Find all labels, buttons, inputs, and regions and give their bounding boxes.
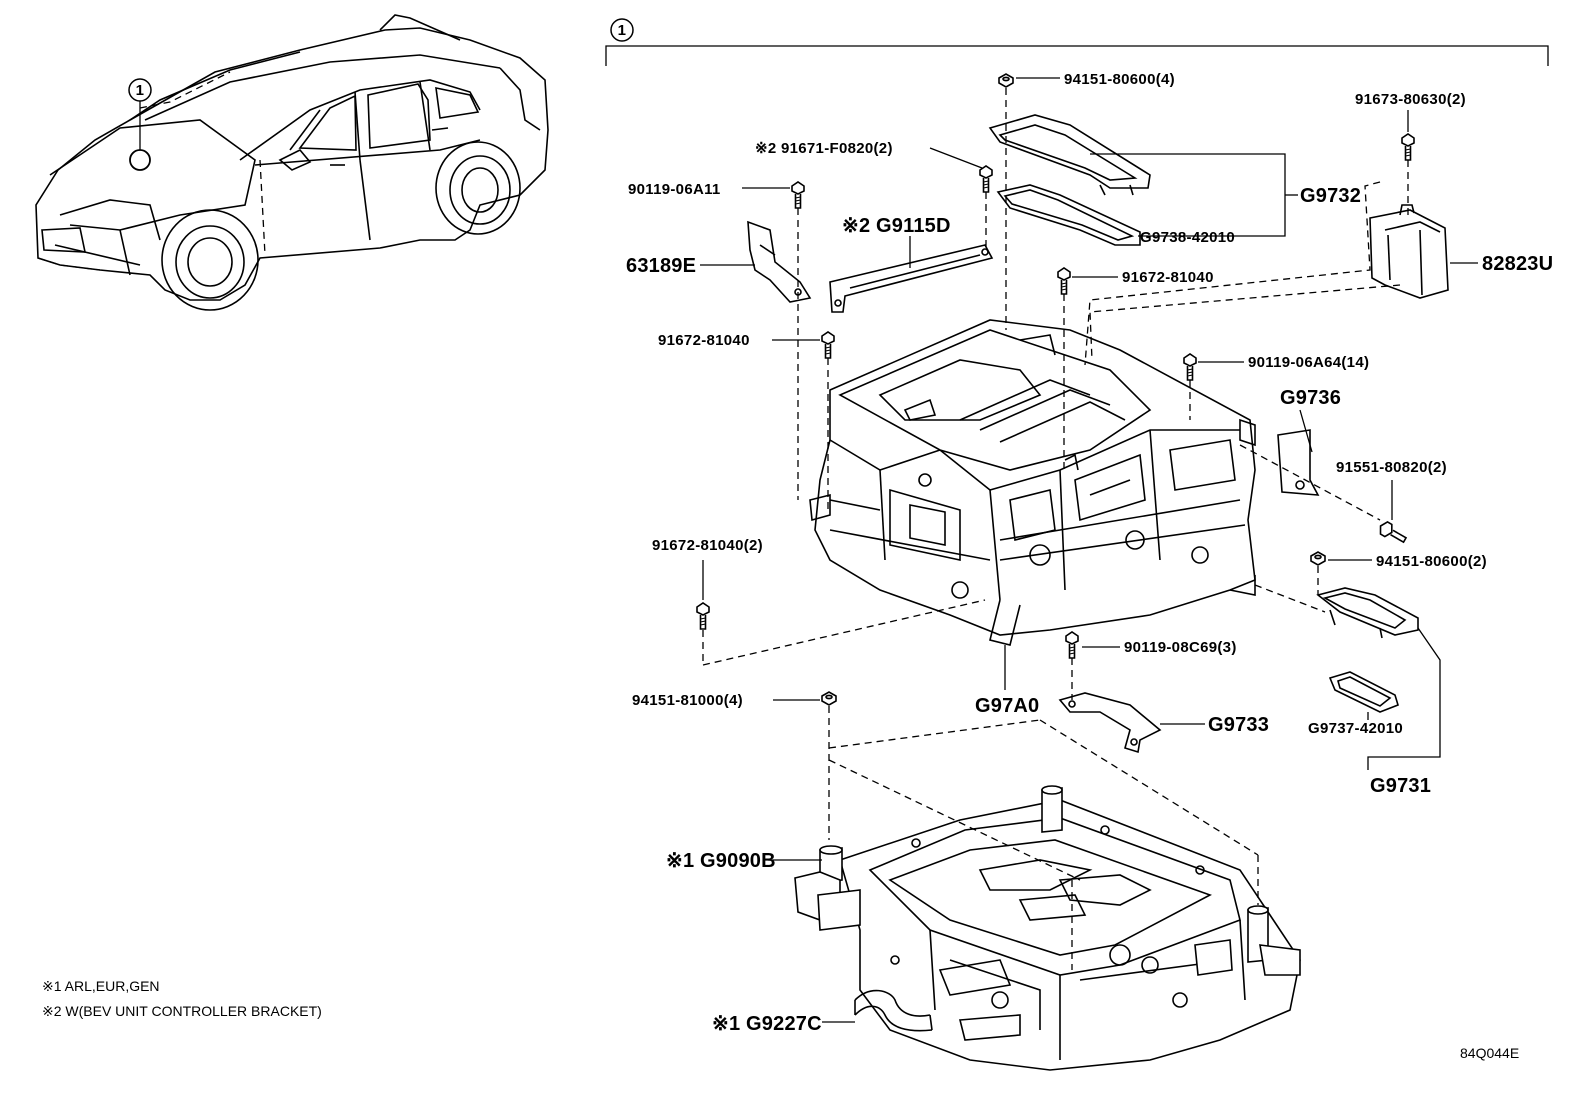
diagram-code: 84Q044E (1460, 1045, 1519, 1061)
inverter-housing (809, 319, 1256, 646)
bracket-g9733 (1058, 692, 1162, 754)
label-91671-f0820-2: ※2 91671-F0820(2) (755, 140, 893, 157)
label-90119-06a11: 90119-06A11 (628, 181, 721, 198)
label-g9738-42010: G9738-42010 (1140, 229, 1235, 246)
plate-g9736 (1277, 429, 1320, 496)
label-g9733: G9733 (1208, 714, 1269, 736)
label-g9090b: ※1 G9090B (666, 850, 776, 872)
label-g9115d: ※2 G9115D (842, 215, 951, 237)
sensor-82823u (1369, 204, 1449, 299)
footnotes: ※1 ARL,EUR,GEN ※2 W(BEV UNIT CONTROLLER … (42, 978, 322, 1019)
label-g9227c: ※1 G9227C (712, 1013, 822, 1035)
label-63189e: 63189E (626, 255, 696, 277)
label-91672-81040-2: 91672-81040(2) (652, 537, 763, 554)
leader-lines (700, 77, 1478, 1023)
gasket-g9732 (988, 114, 1151, 196)
label-g9731: G9731 (1370, 775, 1431, 797)
label-g9732: G9732 (1300, 185, 1361, 207)
hose-g9227c (854, 989, 933, 1032)
gasket-g9737 (1328, 671, 1399, 713)
label-g9736: G9736 (1280, 387, 1341, 409)
label-94151-80600-4: 94151-80600(4) (1064, 71, 1175, 88)
label-g97a0: G97A0 (975, 695, 1039, 717)
label-90119-08c69-3: 90119-08C69(3) (1124, 639, 1237, 656)
part-labels: 94151-80600(4) 91673-80630(2) ※2 91671-F… (626, 71, 1553, 1035)
assembly-dashed-lines (702, 88, 1409, 970)
label-91673-80630-2: 91673-80630(2) (1355, 91, 1466, 108)
label-91672-81040-left: 91672-81040 (658, 332, 750, 349)
assembly-callout-number: 1 (618, 22, 627, 39)
bracket-g9115d (829, 244, 994, 313)
assembly-bracket: 1 (605, 18, 1549, 66)
label-94151-81000-4: 94151-81000(4) (632, 692, 743, 709)
label-82823u: 82823U (1482, 253, 1553, 275)
gasket-g9738 (996, 184, 1141, 246)
label-g9737-42010: G9737-42010 (1308, 720, 1403, 737)
label-94151-80600-2: 94151-80600(2) (1376, 553, 1487, 570)
label-91551-80820-2: 91551-80820(2) (1336, 459, 1447, 476)
vehicle-callout: 1 (128, 78, 152, 102)
lower-housing (794, 785, 1301, 1071)
footnote-2: ※2 W(BEV UNIT CONTROLLER BRACKET) (42, 1003, 322, 1019)
label-91672-81040-top: 91672-81040 (1122, 269, 1214, 286)
vehicle-callout-number: 1 (136, 82, 145, 99)
footnote-1: ※1 ARL,EUR,GEN (42, 978, 160, 994)
vehicle-illustration (35, 14, 549, 311)
gasket-g9731 (1316, 587, 1419, 639)
bracket-63189e (747, 220, 812, 303)
label-90119-06a64-14: 90119-06A64(14) (1248, 354, 1369, 371)
